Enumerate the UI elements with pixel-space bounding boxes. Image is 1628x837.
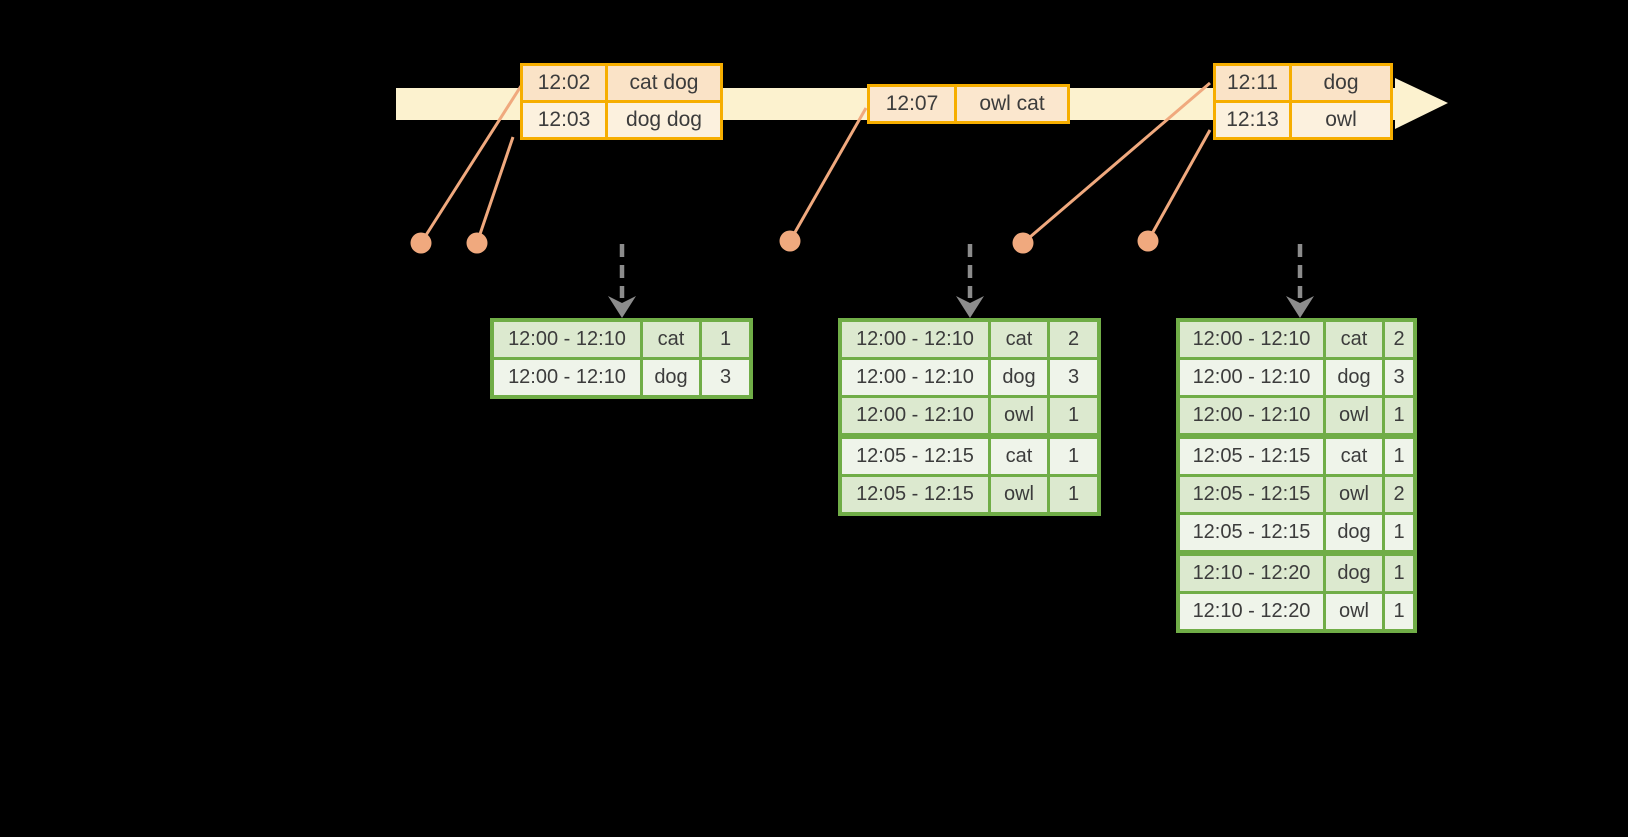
count-cell: 1 (1385, 439, 1413, 474)
result-row: 12:05 - 12:15 owl 1 (842, 477, 1097, 512)
event-dots (410, 230, 1159, 254)
result-table-3: 12:00 - 12:10 cat 2 12:00 - 12:10 dog 3 … (1176, 318, 1417, 633)
event-words-cell: owl (1292, 103, 1390, 137)
event-words-cell: dog (1292, 66, 1390, 100)
event-words-cell: cat dog (608, 66, 720, 100)
word-cell: owl (991, 398, 1047, 433)
event-time-cell: 12:13 (1216, 103, 1289, 137)
event-row: 12:11 dog (1216, 66, 1390, 100)
result-row: 12:05 - 12:15 dog 1 (1180, 515, 1413, 550)
event-connector-line (419, 85, 523, 244)
window-cell: 12:05 - 12:15 (842, 439, 988, 474)
count-cell: 1 (1385, 556, 1413, 591)
count-cell: 1 (702, 322, 749, 357)
result-table-2: 12:00 - 12:10 cat 2 12:00 - 12:10 dog 3 … (838, 318, 1101, 516)
window-cell: 12:05 - 12:15 (1180, 515, 1323, 550)
word-cell: dog (643, 360, 699, 395)
word-cell: cat (991, 322, 1047, 357)
event-dot (779, 230, 801, 252)
count-cell: 1 (1050, 398, 1097, 433)
result-table-1: 12:00 - 12:10 cat 1 12:00 - 12:10 dog 3 (490, 318, 753, 399)
window-cell: 12:00 - 12:10 (842, 360, 988, 395)
word-cell: cat (1326, 322, 1382, 357)
word-cell: cat (1326, 439, 1382, 474)
result-row: 12:05 - 12:15 cat 1 (1180, 439, 1413, 474)
timeline-arrowhead-icon (1395, 78, 1448, 129)
event-row: 12:03 dog dog (523, 103, 720, 137)
word-cell: dog (1326, 515, 1382, 550)
flow-down-arrow-icon (956, 244, 984, 318)
event-connector-line (475, 136, 515, 244)
result-row: 12:05 - 12:15 cat 1 (842, 439, 1097, 474)
count-cell: 3 (702, 360, 749, 395)
word-cell: owl (1326, 477, 1382, 512)
result-row: 12:00 - 12:10 cat 1 (494, 322, 749, 357)
event-row: 12:13 owl (1216, 103, 1390, 137)
window-cell: 12:05 - 12:15 (1180, 439, 1323, 474)
window-cell: 12:00 - 12:10 (842, 398, 988, 433)
event-time-cell: 12:03 (523, 103, 605, 137)
flow-down-arrow-icon (1286, 244, 1314, 318)
window-cell: 12:10 - 12:20 (1180, 594, 1323, 629)
event-table-1211: 12:11 dog 12:13 owl (1213, 63, 1393, 140)
window-cell: 12:05 - 12:15 (842, 477, 988, 512)
result-row: 12:00 - 12:10 cat 2 (842, 322, 1097, 357)
count-cell: 2 (1385, 477, 1413, 512)
event-dot (410, 232, 432, 254)
result-row: 12:10 - 12:20 owl 1 (1180, 594, 1413, 629)
result-row: 12:00 - 12:10 dog 3 (494, 360, 749, 395)
count-cell: 2 (1385, 322, 1413, 357)
window-cell: 12:00 - 12:10 (1180, 322, 1323, 357)
event-row: 12:02 cat dog (523, 66, 720, 100)
event-time-cell: 12:02 (523, 66, 605, 100)
word-cell: dog (1326, 556, 1382, 591)
count-cell: 2 (1050, 322, 1097, 357)
window-cell: 12:10 - 12:20 (1180, 556, 1323, 591)
event-dot (466, 232, 488, 254)
event-time-cell: 12:07 (870, 87, 954, 121)
count-cell: 1 (1385, 594, 1413, 629)
window-cell: 12:00 - 12:10 (1180, 360, 1323, 395)
result-row: 12:10 - 12:20 dog 1 (1180, 556, 1413, 591)
result-row: 12:00 - 12:10 dog 3 (842, 360, 1097, 395)
count-cell: 1 (1385, 515, 1413, 550)
event-connector-line (788, 107, 868, 242)
event-connector-lines (419, 81, 1212, 245)
event-table-1202: 12:02 cat dog 12:03 dog dog (520, 63, 723, 140)
word-cell: cat (991, 439, 1047, 474)
window-cell: 12:00 - 12:10 (1180, 398, 1323, 433)
word-cell: owl (1326, 398, 1382, 433)
window-cell: 12:05 - 12:15 (1180, 477, 1323, 512)
event-table-1207: 12:07 owl cat (867, 84, 1070, 124)
window-cell: 12:00 - 12:10 (842, 322, 988, 357)
count-cell: 3 (1050, 360, 1097, 395)
event-dot (1012, 232, 1034, 254)
count-cell: 1 (1050, 439, 1097, 474)
result-row: 12:00 - 12:10 owl 1 (1180, 398, 1413, 433)
flow-down-arrow-icon (608, 244, 636, 318)
count-cell: 1 (1050, 477, 1097, 512)
word-cell: owl (991, 477, 1047, 512)
count-cell: 3 (1385, 360, 1413, 395)
event-dot (1137, 230, 1159, 252)
result-row: 12:00 - 12:10 dog 3 (1180, 360, 1413, 395)
event-time-cell: 12:11 (1216, 66, 1289, 100)
count-cell: 1 (1385, 398, 1413, 433)
word-cell: dog (991, 360, 1047, 395)
event-connector-line (1022, 81, 1211, 245)
event-connector-line (1146, 129, 1212, 242)
window-cell: 12:00 - 12:10 (494, 360, 640, 395)
word-cell: dog (1326, 360, 1382, 395)
window-cell: 12:00 - 12:10 (494, 322, 640, 357)
result-row: 12:00 - 12:10 owl 1 (842, 398, 1097, 433)
word-cell: cat (643, 322, 699, 357)
result-row: 12:05 - 12:15 owl 2 (1180, 477, 1413, 512)
event-row: 12:07 owl cat (870, 87, 1067, 121)
word-cell: owl (1326, 594, 1382, 629)
result-row: 12:00 - 12:10 cat 2 (1180, 322, 1413, 357)
event-words-cell: owl cat (957, 87, 1067, 121)
event-words-cell: dog dog (608, 103, 720, 137)
